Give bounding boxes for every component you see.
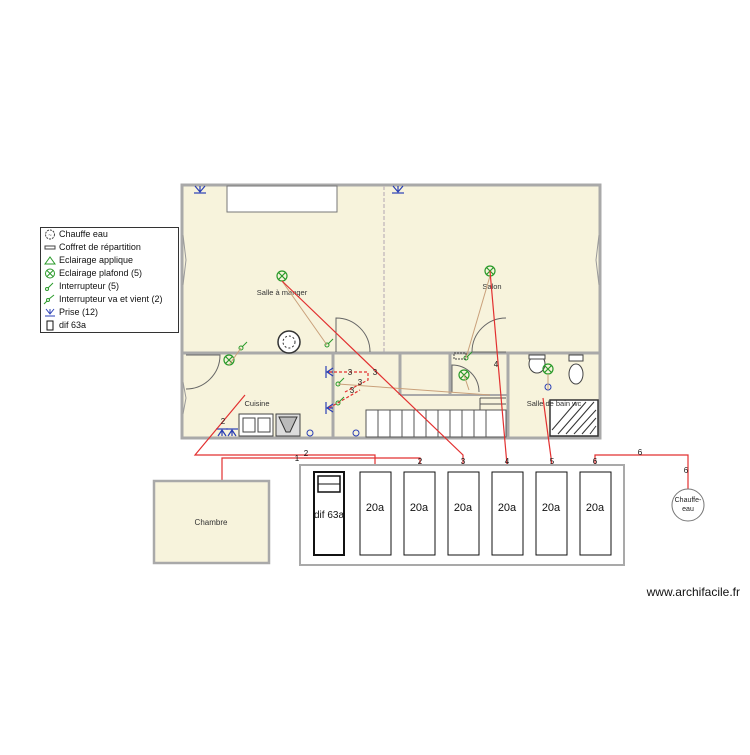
circuit-label: 3 <box>350 386 355 395</box>
socket-icon <box>194 185 206 194</box>
breaker-label: 20a <box>586 502 605 514</box>
circuit-label: 6 <box>684 466 689 475</box>
kitchen-hood <box>275 413 301 437</box>
switch-icon <box>43 281 57 292</box>
two-way-switch-icon <box>43 294 57 305</box>
legend-item: Eclairage applique <box>41 254 178 267</box>
building-outline <box>180 183 602 440</box>
legend-label: Interrupteur (5) <box>59 281 120 291</box>
kitchen-sink <box>238 413 274 437</box>
legend-item: ~ Chauffe eau <box>41 228 178 241</box>
legend-item: Prise (12) <box>41 306 178 319</box>
light-wiring <box>228 275 549 396</box>
breaker-4: 20a <box>491 471 524 556</box>
legend-label: Prise (12) <box>59 307 99 317</box>
room-label-chambre: Chambre <box>195 518 228 527</box>
water-heater-label-1: Chauffe- <box>675 497 702 504</box>
water-heater: Chauffe- eau <box>671 488 705 522</box>
sink-bathroom <box>528 354 546 374</box>
breaker-5: 20a <box>535 471 568 556</box>
legend-item: Interrupteur (5) <box>41 280 178 293</box>
legend-label: Coffret de répartition <box>59 242 141 252</box>
window-right <box>595 234 600 286</box>
legend-label: Eclairage applique <box>59 255 134 265</box>
legend-item: Coffret de répartition <box>41 241 178 254</box>
socket-icon <box>43 307 57 318</box>
circuit-number: 4 <box>505 457 510 466</box>
room-label-salle-a-manger: Salle à manger <box>257 288 308 297</box>
breaker-6: 20a <box>579 471 612 556</box>
breaker-3: 20a <box>447 471 480 556</box>
circuit-number: 2 <box>418 457 423 466</box>
staircase <box>365 397 507 438</box>
water-heater-icon: ~ <box>43 229 57 240</box>
socket-icon <box>392 185 404 194</box>
differential-breaker-icon <box>43 320 57 331</box>
circuit-number: 6 <box>638 448 643 457</box>
socket-icon <box>226 428 238 437</box>
door-salon <box>471 317 507 353</box>
watermark[interactable]: www.archifacile.fr <box>646 585 740 599</box>
circuit-number: 2 <box>304 449 309 458</box>
breaker-row: 20a 20a 20a 20a 20a 20a <box>359 471 612 556</box>
legend-label: Eclairage plafond (5) <box>59 268 143 278</box>
door-salle-manger <box>335 317 371 353</box>
wall-light-icon <box>43 255 57 266</box>
legend-item: Eclairage plafond (5) <box>41 267 178 280</box>
distribution-box-icon <box>43 242 57 253</box>
breaker-label: 20a <box>542 502 561 514</box>
svg-text:~: ~ <box>48 233 52 239</box>
ceiling-light-icon <box>43 268 57 279</box>
socket-icon <box>352 429 360 437</box>
circuit-label: 2 <box>221 417 226 426</box>
breaker-label: 20a <box>498 502 517 514</box>
door-hall <box>451 364 480 393</box>
breaker-label: 20a <box>410 502 429 514</box>
toilet <box>568 354 584 385</box>
breaker-label: 20a <box>454 502 473 514</box>
top-window <box>226 185 338 213</box>
breaker-1: 20a <box>359 471 392 556</box>
room-label-cuisine: Cuisine <box>244 399 269 408</box>
round-table <box>277 330 301 354</box>
main-breaker: dif 63a <box>313 471 345 556</box>
circuit-number: 1 <box>295 454 300 463</box>
legend-item: dif 63a <box>41 319 178 332</box>
circuit-number: 5 <box>550 457 555 466</box>
room-label-salle-de-bain: Salle de bain wc <box>527 399 582 408</box>
legend: ~ Chauffe eau Coffret de répartition Ecl… <box>40 227 179 333</box>
legend-label: Chauffe eau <box>59 229 108 239</box>
shower <box>549 399 599 437</box>
legend-label: dif 63a <box>59 320 87 330</box>
circuit-label: 3 <box>373 368 378 377</box>
circuit-number: 6 <box>593 457 598 466</box>
water-heater-label-2: eau <box>682 506 694 513</box>
building-plan <box>180 183 602 440</box>
breaker-label: 20a <box>366 502 385 514</box>
breaker-2: 20a <box>403 471 436 556</box>
legend-item: Interrupteur va et vient (2) <box>41 293 178 306</box>
circuit-label: 4 <box>494 360 499 369</box>
switch-icon <box>324 338 334 348</box>
window-left <box>182 234 187 286</box>
circuit-wires <box>193 270 689 490</box>
legend-label: Interrupteur va et vient (2) <box>59 294 163 304</box>
switch-icon <box>238 341 248 351</box>
room-chambre <box>152 479 271 565</box>
circuit-label: 3 <box>348 368 353 377</box>
circuit-number: 3 <box>461 457 466 466</box>
room-label-salon: Salon <box>482 282 501 291</box>
wall-light-icon <box>453 352 467 360</box>
door-cuisine <box>185 354 221 390</box>
sockets <box>194 185 404 437</box>
circuit-numbers: 1 2 2 3 4 5 6 6 <box>295 448 643 466</box>
main-breaker-label: dif 63a <box>314 510 344 521</box>
circuit-label: 3 <box>358 378 363 387</box>
window-kitchen <box>182 381 187 415</box>
socket-icon <box>306 429 314 437</box>
